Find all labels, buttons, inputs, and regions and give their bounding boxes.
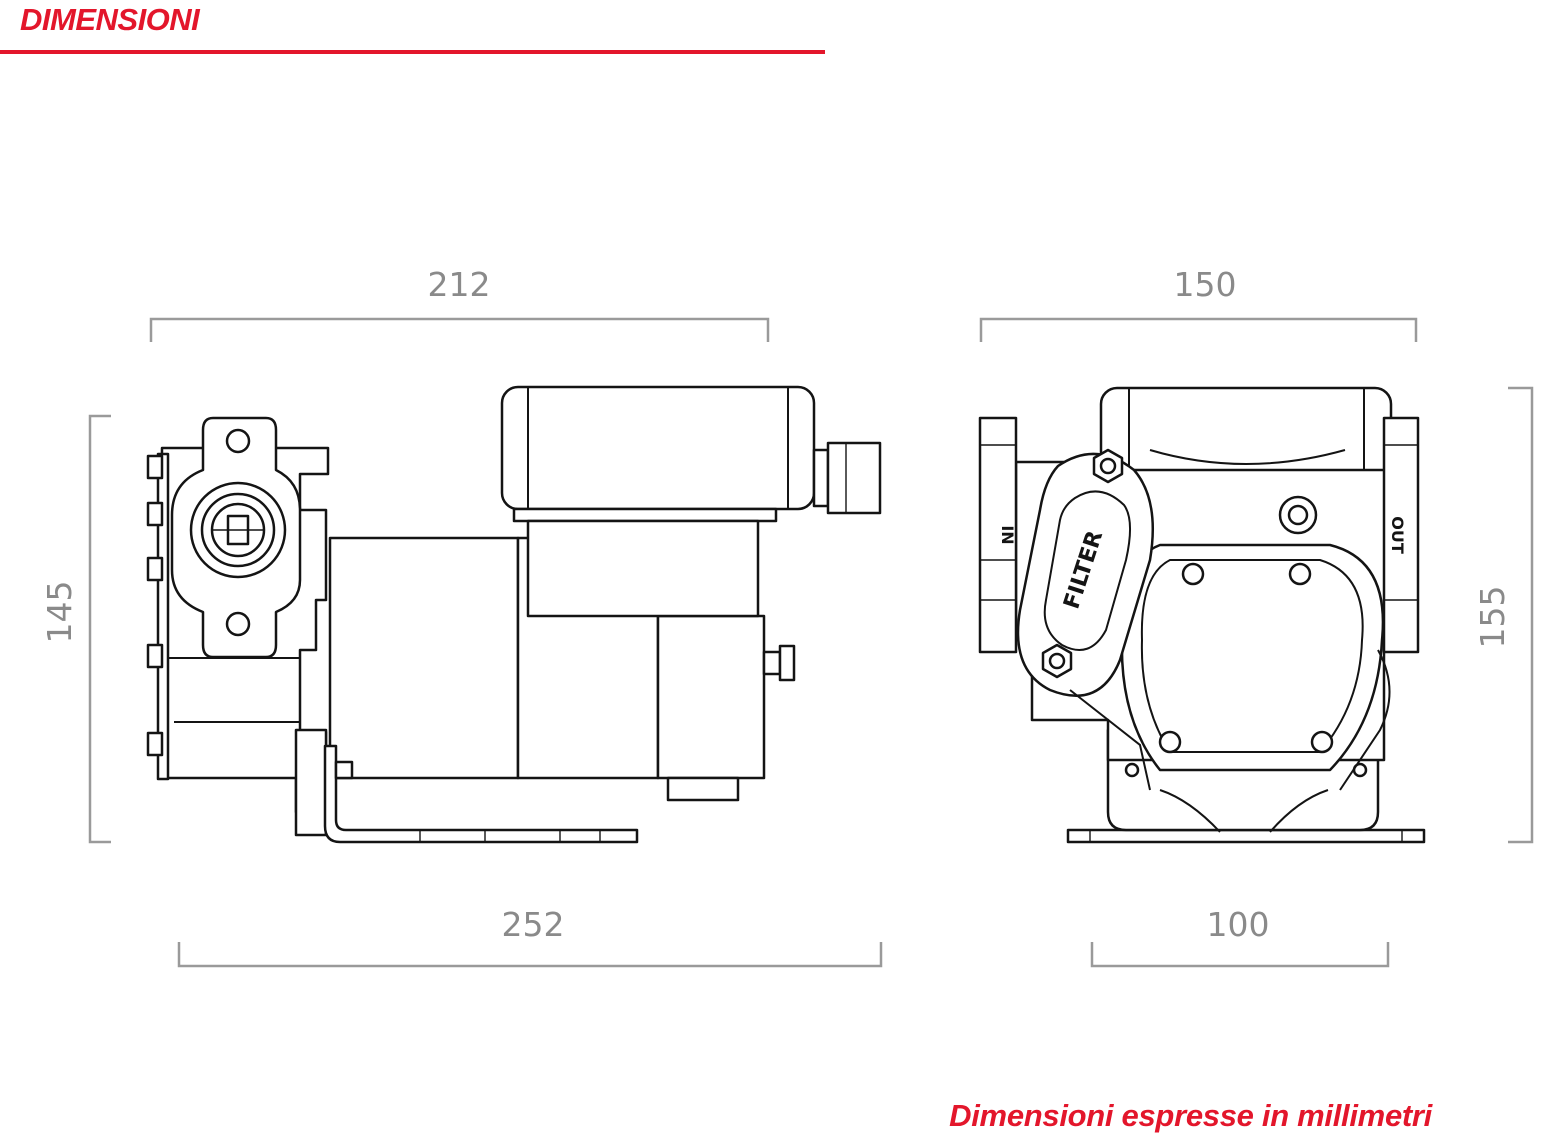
front-view-height-dimension: 155	[1473, 386, 1534, 844]
mounting-bracket-side	[323, 744, 639, 844]
front-view-height-label: 155	[1473, 586, 1512, 649]
outlet-label: OUT	[1388, 516, 1407, 554]
side-view: 212 145 252	[40, 265, 883, 968]
motor-housing	[328, 536, 796, 802]
side-view-top-dimension: 212	[149, 265, 770, 342]
inlet-flange	[170, 416, 302, 659]
units-footnote: Dimensioni espresse in millimetri	[949, 1098, 1432, 1133]
filter-cover: FILTER	[1016, 448, 1155, 791]
front-view-top-dimension: 150	[979, 265, 1418, 342]
page-title: DIMENSIONI	[20, 2, 200, 37]
inlet-label: IN	[998, 525, 1017, 544]
side-view-width-top-label: 212	[428, 265, 491, 304]
front-view-width-top-label: 150	[1174, 265, 1237, 304]
side-view-height-label: 145	[40, 581, 79, 644]
pump-cover	[1120, 543, 1391, 833]
front-view-width-bottom-label: 100	[1207, 905, 1270, 944]
title-underline	[0, 50, 825, 54]
side-view-height-dimension: 145	[40, 414, 111, 844]
electrical-box	[500, 385, 882, 618]
side-view-width-bottom-label: 252	[502, 905, 565, 944]
side-view-bottom-dimension: 252	[177, 905, 883, 968]
front-view-bottom-dimension: 100	[1090, 905, 1390, 968]
front-view: 150 155 100	[978, 265, 1534, 968]
terminal-box-front	[1099, 386, 1393, 480]
